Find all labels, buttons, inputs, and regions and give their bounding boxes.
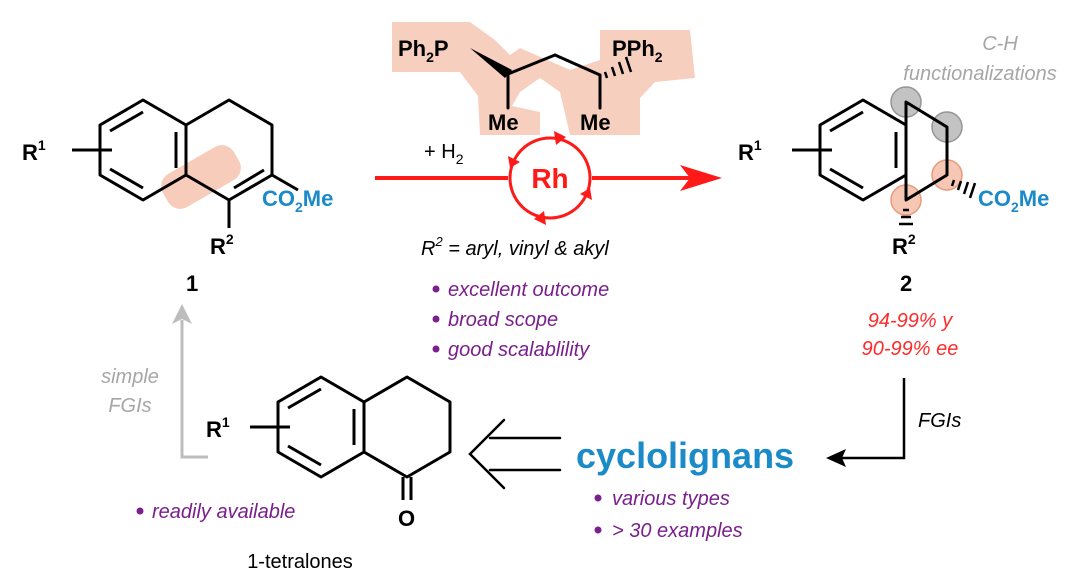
compound-2-ester: CO2Me <box>978 186 1049 215</box>
rh-cycle-arrow-top <box>554 131 566 145</box>
ch-functionalization-line1: C-H <box>982 33 1018 55</box>
yield-range: 94-99% y <box>868 310 953 332</box>
bullet-broad-scope: broad scope <box>448 309 558 331</box>
compound-2-number: 2 <box>900 271 912 296</box>
bullet-various-types: various types <box>612 488 730 510</box>
bullet-30-examples: > 30 examples <box>612 520 743 542</box>
fgi-left-arrowhead <box>172 304 192 324</box>
fgi-left-line1: simple <box>101 366 159 388</box>
ch-functionalization-line2: functionalizations <box>903 63 1056 85</box>
compound-1-structure: R1 CO2Me R2 1 <box>22 98 333 296</box>
ee-range: 90-99% ee <box>862 338 959 360</box>
bullet-excellent-outcome: excellent outcome <box>448 279 609 301</box>
rh-cycle-arrow-left <box>508 156 520 168</box>
hydrogen-reagent: + H2 <box>424 141 464 167</box>
ligand-right-methyl: Me <box>580 110 611 135</box>
ligand-structure: Ph2P PPh2 Me Me <box>392 22 695 135</box>
compound-2-structure: C-H functionalizations R1 CO2Me <box>738 33 1057 360</box>
tetralone-oxygen: O <box>398 506 415 531</box>
rh-cycle-arrow-bottom <box>534 211 546 225</box>
rh-catalyst-cycle <box>508 136 592 220</box>
reaction-arrowhead <box>680 165 722 191</box>
compound-2-hash-ester <box>950 179 977 199</box>
compound-1-r2: R2 <box>210 231 234 259</box>
cyclolignans-title: cyclolignans <box>576 435 794 476</box>
tetralone-r1: R1 <box>206 414 230 442</box>
fgi-right-arrowhead <box>826 449 846 467</box>
fgi-right-arrow <box>838 378 906 460</box>
tetralone-label: 1-tetralones <box>247 551 353 573</box>
compound-1-double-bond-highlight <box>161 145 241 209</box>
ligand-left-methyl: Me <box>488 110 519 135</box>
compound-1-r1: R1 <box>22 137 46 165</box>
ligand-hash-right <box>603 56 633 79</box>
reaction-bullets: excellent outcome broad scope good scala… <box>432 279 609 361</box>
ligand-left-phosphine: Ph2P <box>398 36 449 65</box>
rh-cycle-arrow-right <box>580 188 592 200</box>
ligand-wedge-left <box>470 48 512 78</box>
fgi-left-line2: FGIs <box>108 395 151 417</box>
compound-2-r2: R2 <box>892 231 916 259</box>
fgi-left-arrow <box>180 320 208 459</box>
compound-1-ester: CO2Me <box>262 186 333 215</box>
fgi-right-label: FGIs <box>918 410 961 432</box>
ligand-right-phosphine: PPh2 <box>612 36 663 65</box>
compound-1-number: 1 <box>186 271 198 296</box>
ligand-highlight <box>392 22 695 135</box>
scope-description: R2 = aryl, vinyl & akyl <box>421 234 609 260</box>
compound-2-r1: R1 <box>738 137 762 165</box>
bullet-readily-available: readily available <box>152 501 295 523</box>
rh-catalyst-label: Rh <box>531 163 568 194</box>
tetralone-structure: R1 O 1-tetralones readily available <box>136 375 452 573</box>
cyclolignans-block: cyclolignans various types > 30 examples <box>576 435 794 542</box>
reaction-arrow-group: Rh + H2 R2 = aryl, vinyl & akyl excellen… <box>375 131 722 361</box>
bullet-good-scalability: good scalablility <box>448 339 590 361</box>
retrosynthetic-arrow <box>468 418 562 490</box>
compound-2-hash-r2 <box>899 208 913 226</box>
